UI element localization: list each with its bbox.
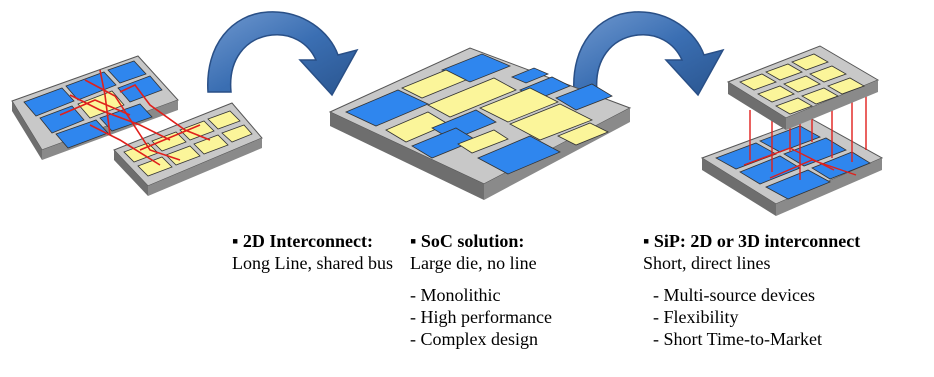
list-item: - High performance (410, 307, 552, 327)
interconnect-wires-2d (59, 69, 211, 166)
list-item: - Short Time-to-Market (653, 329, 822, 349)
caption-bullet-list: - Monolithic - High performance - Comple… (410, 284, 552, 350)
caption-heading: ▪ 2D Interconnect: (232, 231, 374, 251)
caption-heading: ▪ SoC solution: (410, 231, 525, 251)
list-item: - Multi-source devices (653, 285, 815, 305)
chip-package-2d-lower (113, 102, 263, 196)
caption-soc-solution: ▪ SoC solution: Large die, no line - Mon… (410, 230, 552, 350)
caption-sip-interconnect: ▪ SiP: 2D or 3D interconnect Short, dire… (643, 230, 860, 350)
caption-2d-interconnect: ▪ 2D Interconnect: Long Line, shared bus (232, 230, 393, 274)
chip-package-2d-upper (11, 55, 179, 160)
curved-arrow-icon-left (207, 11, 359, 97)
caption-subtitle: Short, direct lines (643, 253, 771, 273)
list-item: - Flexibility (653, 307, 739, 327)
chip-package-sip-bottom (700, 117, 884, 216)
caption-heading: ▪ SiP: 2D or 3D interconnect (643, 231, 861, 251)
caption-bullet-list: - Multi-source devices - Flexibility - S… (643, 284, 860, 350)
list-item: - Monolithic (410, 285, 501, 305)
curved-arrow-icon-right (573, 11, 725, 97)
chip-package-sip-top (726, 45, 880, 130)
chip-package-soc (328, 47, 632, 200)
caption-subtitle: Large die, no line (410, 253, 537, 273)
caption-subtitle: Long Line, shared bus (232, 253, 393, 273)
list-item: - Complex design (410, 329, 538, 349)
